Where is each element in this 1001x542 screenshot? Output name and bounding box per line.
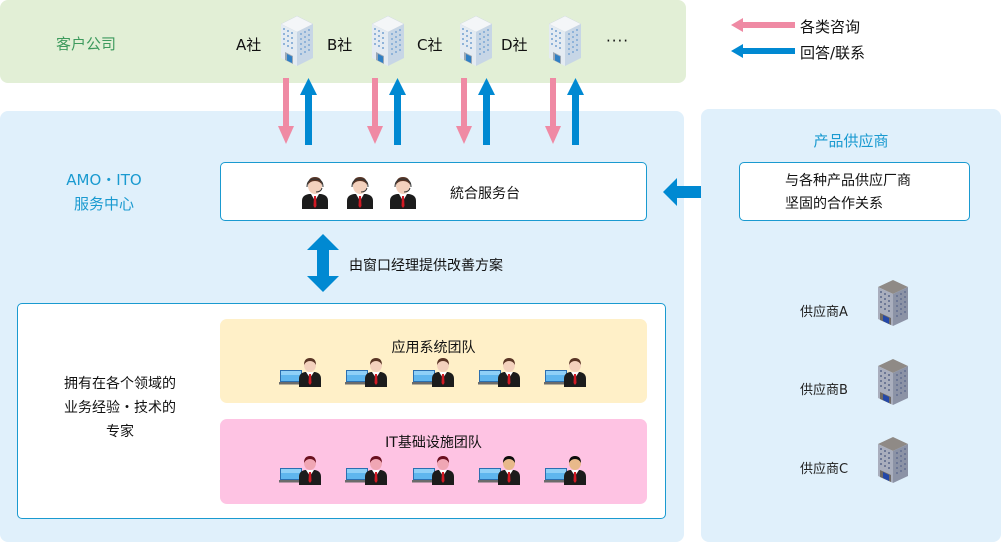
service-center-title: AMO・ITO 服务中心: [54, 168, 154, 216]
helpdesk-label: 統合服务台: [450, 186, 520, 202]
engineer-laptop-icon: [478, 357, 522, 387]
building-icon: [458, 14, 494, 68]
company-d-label: D社: [501, 36, 528, 54]
engineer-laptop-icon: [345, 455, 389, 485]
vertical-bidirectional-arrow-icon: [307, 234, 339, 292]
operator-icon: [388, 173, 418, 211]
vendor-relationship-line2: 坚固的合作关系: [785, 196, 883, 212]
application-team-title: 应用系统团队: [391, 340, 476, 356]
improvement-proposal-label: 由窗口经理提供改善方案: [349, 258, 503, 274]
engineer-laptop-icon: [478, 455, 522, 485]
engineer-laptop-icon: [279, 357, 323, 387]
building-icon: [370, 14, 406, 68]
application-team-box: 应用系统团队: [220, 319, 647, 403]
integrated-helpdesk-box: [220, 162, 647, 221]
legend-inquiry-label: 各类咨询: [800, 18, 861, 36]
bidirectional-arrow-icon: [663, 178, 721, 206]
service-center-title-line2: 服务中心: [73, 195, 134, 213]
engineer-laptop-icon: [544, 455, 588, 485]
experts-line1: 拥有在各个领域的: [64, 376, 176, 392]
legend-answer-label: 回答/联系: [800, 44, 866, 62]
company-a-label: A社: [236, 36, 262, 54]
vendor-c-label: 供应商C: [800, 462, 849, 477]
experts-line2: 业务经验・技术的: [64, 400, 176, 416]
vendor-building-icon: [876, 357, 910, 407]
vendor-relationship-text: 与各种产品供应厂商 坚固的合作关系: [739, 170, 970, 216]
vendor-relationship-box: [739, 162, 970, 221]
engineer-laptop-icon: [412, 455, 456, 485]
more-companies-ellipsis: ····: [606, 32, 630, 50]
engineer-laptop-icon: [279, 455, 323, 485]
vendor-building-icon: [876, 435, 910, 485]
experts-description: 拥有在各个领域的 业务经验・技术的 专家: [40, 372, 200, 444]
building-icon: [547, 14, 583, 68]
legend-inquiry-arrow-icon: [731, 18, 795, 32]
client-companies-label: 客户公司: [56, 35, 117, 53]
vendor-building-icon: [876, 278, 910, 328]
building-icon: [279, 14, 315, 68]
company-b-label: B社: [327, 36, 353, 54]
vendor-b-label: 供应商B: [800, 383, 848, 398]
vendor-relationship-line1: 与各种产品供应厂商: [785, 173, 911, 189]
engineer-laptop-icon: [544, 357, 588, 387]
infrastructure-team-title: IT基础设施团队: [385, 435, 482, 451]
company-c-label: C社: [417, 36, 443, 54]
operator-icon: [300, 173, 330, 211]
experts-line3: 专家: [106, 424, 134, 440]
engineer-laptop-icon: [345, 357, 389, 387]
engineer-laptop-icon: [412, 357, 456, 387]
vendor-panel-title: 产品供应商: [813, 132, 889, 150]
operator-icon: [345, 173, 375, 211]
legend-answer-arrow-icon: [731, 44, 795, 58]
service-center-title-line1: AMO・ITO: [66, 171, 142, 189]
vendor-a-label: 供应商A: [800, 305, 848, 320]
infrastructure-team-box: IT基础设施团队: [220, 419, 647, 504]
